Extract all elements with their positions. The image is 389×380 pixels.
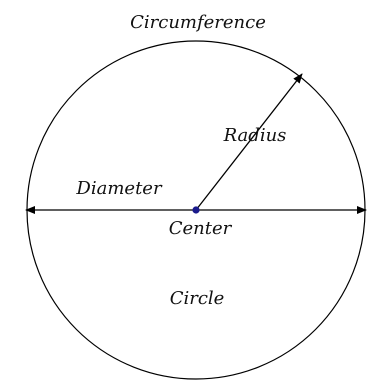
circle-label: Circle bbox=[170, 288, 225, 309]
radius-label: Radius bbox=[223, 125, 287, 146]
center-point bbox=[192, 206, 200, 214]
center-label: Center bbox=[169, 218, 233, 239]
circumference-label: Circumference bbox=[130, 12, 266, 33]
radius-arrow bbox=[195, 73, 303, 211]
diameter-label: Diameter bbox=[75, 178, 163, 199]
